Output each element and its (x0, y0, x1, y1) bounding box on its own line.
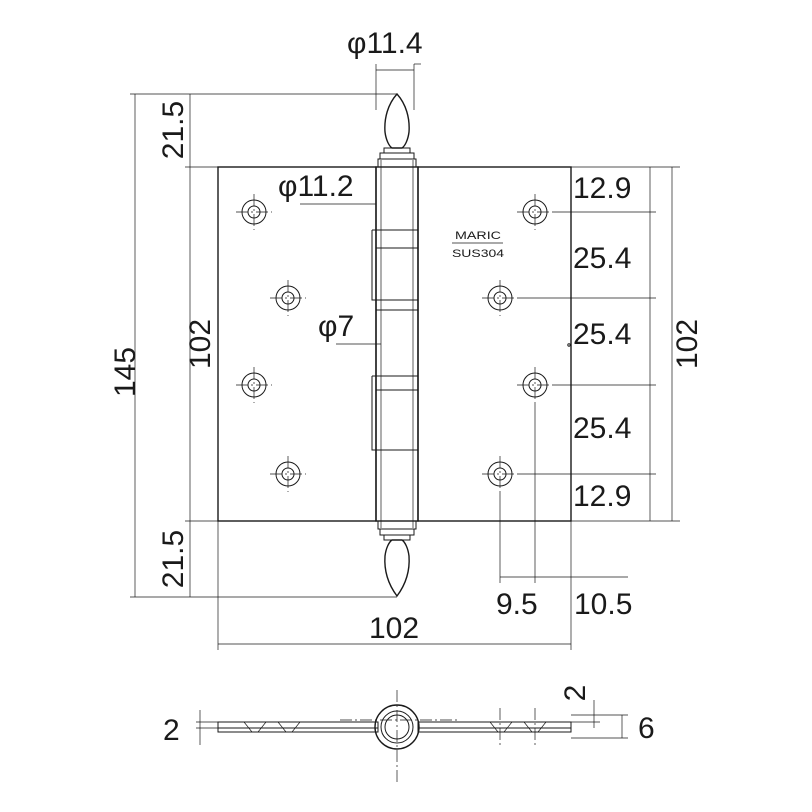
leaf-marking: MARIC SUS304 (452, 230, 504, 260)
dimension-lines (130, 63, 680, 650)
screw-hole (270, 456, 306, 492)
dim-knuckle-diameter: φ11.2 (278, 170, 354, 203)
dim-pin-diameter: φ7 (318, 310, 354, 343)
brand-mark: MARIC (455, 230, 501, 242)
dim-total-height: 145 (109, 347, 142, 397)
dim-overall-width: 102 (369, 612, 419, 645)
dim-hole-offset-b: 10.5 (574, 588, 632, 621)
screw-holes (236, 194, 553, 492)
dimension-labels: φ11.4 φ11.2 φ7 145 21.5 102 21.5 102 12.… (109, 27, 704, 645)
screw-hole (482, 456, 518, 492)
screw-hole (270, 280, 306, 316)
dim-hole-offset-a: 9.5 (496, 588, 538, 621)
dim-side-thickness: 2 (163, 714, 180, 747)
screw-hole (236, 194, 272, 230)
screw-hole (236, 367, 272, 403)
bottom-finial (377, 520, 417, 598)
screw-hole (517, 194, 553, 230)
screw-hole (517, 367, 553, 403)
dim-side-leaf-thickness: 2 (559, 685, 592, 702)
dim-hole-pitch-top: 12.9 (573, 172, 631, 205)
dim-leaf-height-left: 102 (184, 319, 217, 369)
dim-finial-top: 21.5 (157, 101, 190, 159)
dim-pin-diameter-top: φ11.4 (347, 27, 423, 60)
front-view: MARIC SUS304 (217, 92, 572, 598)
dim-hole-pitch-bottom: 12.9 (573, 480, 631, 513)
dim-leaf-height-right: 102 (671, 319, 704, 369)
dim-hole-pitch-1: 25.4 (573, 242, 631, 275)
right-leaf (417, 166, 572, 522)
dim-side-total-thickness: 6 (638, 712, 655, 745)
dim-hole-pitch-3: 25.4 (573, 412, 631, 445)
dim-finial-bottom: 21.5 (157, 530, 190, 588)
dim-hole-pitch-2: 25.4 (573, 318, 631, 351)
screw-hole (482, 280, 518, 316)
material-mark: SUS304 (452, 248, 504, 260)
top-finial (377, 92, 417, 168)
side-view-labels: 2 2 6 (163, 685, 655, 747)
side-view (196, 690, 628, 785)
